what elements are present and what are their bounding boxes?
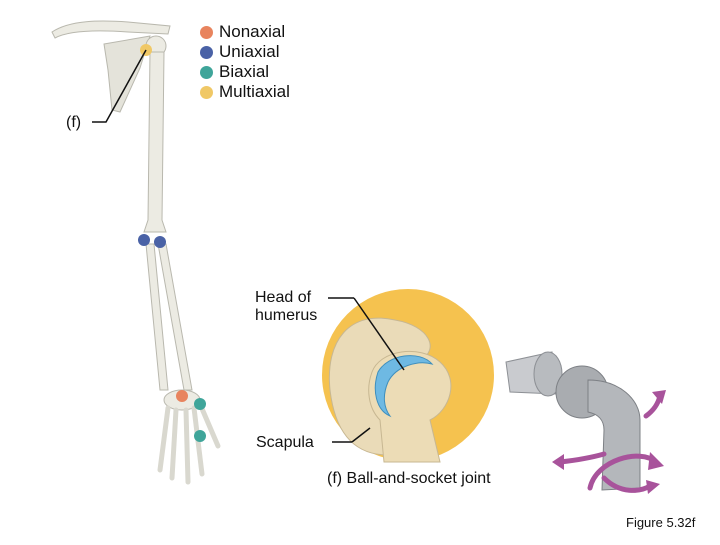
head-of-humerus-label: Head of humerus <box>255 289 318 324</box>
scapula-leader-line <box>351 427 371 443</box>
legend-dot-uniaxial <box>200 45 213 59</box>
legend-label: Uniaxial <box>219 42 280 61</box>
joint-type-legend: Nonaxial Uniaxial Biaxial Multiaxial <box>200 22 290 102</box>
ball-socket-model <box>505 351 641 491</box>
legend-item-uniaxial: Uniaxial <box>200 42 290 62</box>
uniaxial-marker-elbow-2 <box>154 236 166 248</box>
legend-item-multiaxial: Multiaxial <box>200 82 290 102</box>
arm-skeleton-illustration <box>51 20 221 485</box>
shoulder-leader-line <box>92 49 147 123</box>
uniaxial-marker-elbow-1 <box>138 234 150 246</box>
head-leader-line <box>353 297 405 371</box>
biaxial-marker-thumb <box>194 430 206 442</box>
legend-dot-biaxial <box>200 65 213 79</box>
figure-caption: (f) Ball-and-socket joint <box>327 470 491 487</box>
legend-item-biaxial: Biaxial <box>200 62 290 82</box>
shoulder-marker-label: (f) <box>66 114 82 131</box>
legend-item-nonaxial: Nonaxial <box>200 22 290 42</box>
legend-dot-nonaxial <box>200 25 213 39</box>
legend-label: Nonaxial <box>219 22 286 41</box>
legend-label: Biaxial <box>219 62 270 81</box>
biaxial-marker-wrist <box>194 398 206 410</box>
nonaxial-marker-wrist <box>176 390 188 402</box>
scapula-label: Scapula <box>256 434 314 451</box>
shoulder-joint-closeup <box>322 289 494 463</box>
legend-dot-multiaxial <box>200 85 213 99</box>
figure-number: Figure 5.32f <box>626 515 696 530</box>
legend-label: Multiaxial <box>219 82 290 101</box>
